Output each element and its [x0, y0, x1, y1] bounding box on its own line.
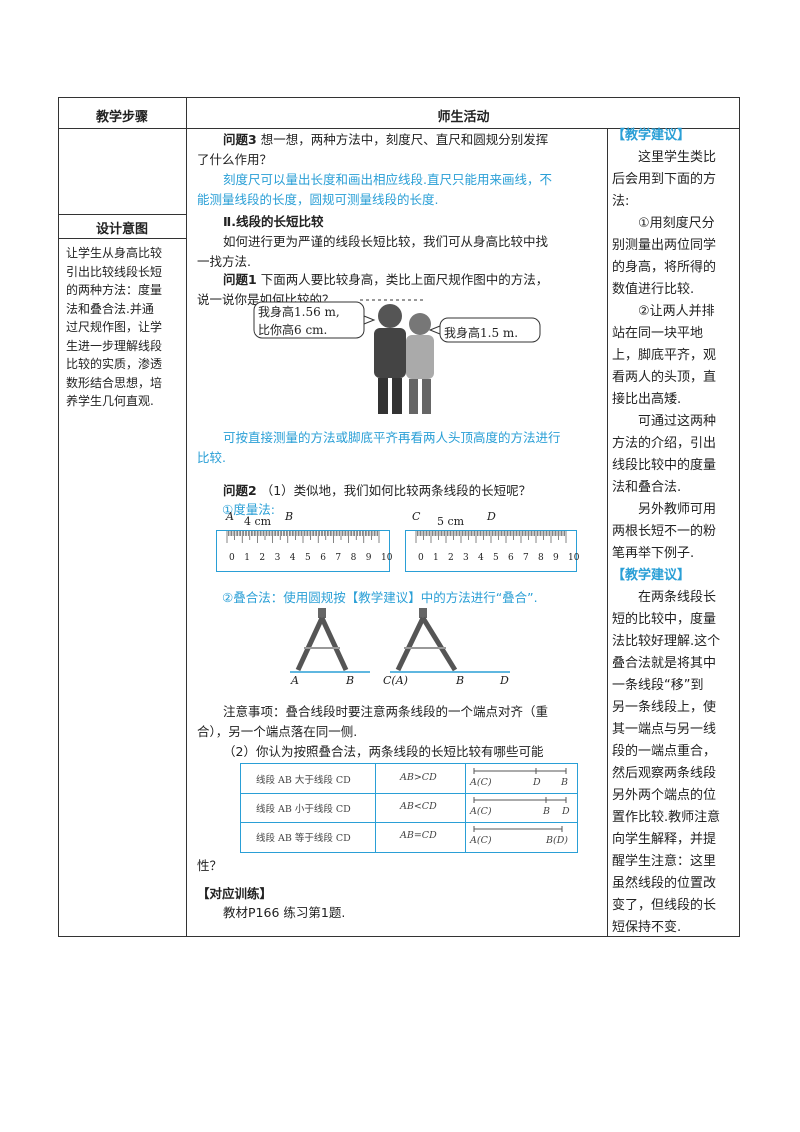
- ruler2-point-c: C: [412, 510, 421, 523]
- cmp-row2-rel: AB<CD: [400, 801, 437, 812]
- ruler-tick-label: 5: [493, 553, 499, 563]
- cmp-row1-rel: AB>CD: [400, 772, 437, 783]
- ruler2-length: 5 cm: [437, 515, 465, 528]
- header-steps: 教学步骤: [95, 110, 148, 125]
- ruler-tick-label: 1: [244, 553, 250, 563]
- ruler2-point-d: D: [487, 510, 496, 523]
- teaching-suggestions: 【教学建议】 这里学生类比 后会用到下面的方 法: ①用刻度尺分 别测量出两位同…: [612, 125, 737, 939]
- ruler-1: [216, 530, 390, 572]
- header-activities: 师生活动: [437, 110, 490, 125]
- left-divider-2: [58, 238, 186, 239]
- header-divider: [58, 128, 740, 129]
- ruler-tick-label: 7: [335, 553, 342, 563]
- ruler-tick-label: 9: [365, 553, 372, 563]
- design-intent-title: 设计意图: [95, 222, 148, 237]
- cmp-row3-desc: 线段 AB 等于线段 CD: [256, 833, 351, 844]
- ruler-tick-label: 10: [568, 553, 580, 563]
- compass2-label-c: C(A): [383, 674, 408, 687]
- ruler-tick-label: 8: [350, 553, 357, 563]
- short-person-figure: [406, 313, 434, 414]
- ruler-tick-label: 5: [305, 553, 311, 563]
- practice-text: 教材P166 练习第1题.: [223, 905, 346, 920]
- ruler-tick-label: 6: [320, 553, 326, 563]
- ruler-tick-label: 7: [523, 553, 529, 563]
- column-divider-2: [607, 128, 608, 937]
- ruler-tick-label: 4: [478, 553, 484, 563]
- comparison-table: [240, 763, 578, 853]
- speech-bubble-left: 我身高1.56 m, 比你高6 cm.: [258, 305, 340, 337]
- cmp-row1-label-ac: A(C): [470, 777, 492, 788]
- cmp-row1-desc: 线段 AB 大于线段 CD: [256, 775, 351, 786]
- ruler-tick-label: 0: [418, 553, 424, 563]
- cmp-row2-desc: 线段 AB 小于线段 CD: [256, 804, 351, 815]
- cmp-row1-label-b: B: [561, 777, 568, 788]
- question-1-answer: 可按直接测量的方法或脚底平齐再看两人头顶高度的方法进行 比较.: [197, 430, 561, 465]
- compass1-label-b: B: [346, 674, 355, 687]
- ruler-1-ticks: [226, 531, 380, 543]
- ruler-tick-label: 3: [463, 553, 469, 563]
- left-divider: [58, 214, 186, 215]
- cmp-row1-label-d: D: [533, 777, 541, 788]
- question-3: 问题3 想一想，两种方法中，刻度尺、直尺和圆规分别发挥 了什么作用？ 刻度尺可以…: [197, 132, 552, 207]
- ruler-tick-label: 0: [229, 553, 235, 563]
- height-comparison-illustration: [253, 299, 541, 414]
- tall-person-figure: [374, 304, 406, 414]
- ruler-2-ticks: [415, 531, 567, 543]
- practice-title: 【对应训练】: [197, 886, 273, 901]
- possibility-end: 性？: [197, 858, 223, 873]
- speech-bubble-right: 我身高1.5 m.: [444, 326, 519, 340]
- measure-method-label: ①度量法:: [222, 502, 275, 517]
- question-2: 问题2 （1）类似地，我们如何比较两条线段的长短呢？: [223, 483, 532, 498]
- cmp-row3-label-ac: A(C): [470, 835, 492, 846]
- compass2-label-d: D: [500, 674, 509, 687]
- compass-1: [295, 608, 349, 672]
- ruler1-point-b: B: [285, 510, 294, 523]
- cmp-row2-label-d: D: [562, 806, 570, 817]
- ruler-tick-label: 2: [448, 553, 454, 563]
- ruler-tick-label: 1: [433, 553, 439, 563]
- cmp-row2-label-b: B: [543, 806, 550, 817]
- cmp-row3-rel: AB=CD: [400, 830, 437, 841]
- section-title: Ⅱ.线段的长短比较: [223, 214, 324, 229]
- comparison-segments: [473, 768, 567, 832]
- cmp-row2-label-ac: A(C): [470, 806, 492, 817]
- cmp-row3-label-bd: B(D): [546, 835, 569, 846]
- ruler-tick-label: 3: [274, 553, 281, 563]
- compass1-label-a: A: [291, 674, 299, 687]
- design-intent-text: 让学生从身高比较 引出比较线段长短 的两种方法：度量 法和叠合法.并通 过尺规作…: [66, 246, 163, 408]
- ruler-tick-label: 8: [538, 553, 544, 563]
- ruler-tick-label: 10: [381, 553, 393, 563]
- section-intro: 如何进行更为严谨的线段长短比较，我们可从身高比较中找 一找方法.: [197, 234, 549, 269]
- ruler-tick-label: 2: [259, 553, 266, 563]
- suggestion-tag-2: 【教学建议】: [612, 568, 691, 583]
- column-divider-1: [186, 97, 187, 937]
- ruler-tick-label: 6: [508, 553, 514, 563]
- compass-2: [395, 608, 458, 672]
- compass2-label-b: B: [456, 674, 465, 687]
- ruler1-point-a: A: [226, 510, 234, 523]
- lesson-table: [58, 97, 740, 937]
- ruler-tick-label: 4: [289, 553, 296, 563]
- suggestion-tag-1: 【教学建议】: [612, 128, 691, 143]
- ruler-2: [405, 530, 577, 572]
- ruler1-length: 4 cm: [244, 515, 272, 528]
- ruler-tick-label: 9: [553, 553, 559, 563]
- notes: 注意事项：叠合线段时要注意两条线段的一个端点对齐（重 合），另一个端点落在同一侧…: [197, 704, 549, 759]
- overlap-method-label: ②叠合法：使用圆规按【教学建议】中的方法进行“叠合”.: [222, 590, 538, 605]
- compass-illustration: [290, 608, 510, 673]
